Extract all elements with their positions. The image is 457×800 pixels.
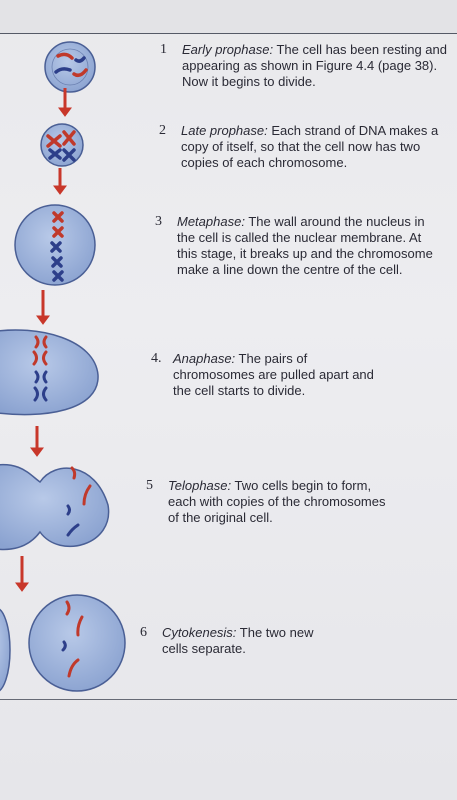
stage-number: 4.	[151, 351, 162, 366]
previous-page-strip	[0, 0, 457, 33]
stage-description: The wall around the nucleus in the cell …	[177, 214, 433, 277]
cell-metaphase	[14, 204, 96, 286]
arrow-5	[15, 556, 29, 592]
cell-cytokinesis-right	[28, 594, 126, 692]
stage-name: Early prophase:	[182, 42, 274, 57]
cell-cytokinesis-left	[0, 608, 11, 692]
cell-anaphase	[0, 329, 99, 416]
stage-name: Cytokenesis:	[162, 625, 237, 640]
top-rule	[0, 33, 457, 34]
stage-name: Telophase:	[168, 478, 232, 493]
stage-name: Anaphase:	[173, 351, 236, 366]
arrow-4	[30, 426, 44, 457]
stage-number: 1	[160, 42, 167, 57]
stage-description: The two new cells separate.	[162, 625, 314, 656]
cell-late-prophase	[40, 123, 84, 167]
stage-name: Late prophase:	[181, 123, 268, 138]
cell-early-prophase	[44, 41, 96, 93]
arrow-3	[36, 290, 50, 325]
stage-number: 6	[140, 625, 147, 640]
bottom-rule	[0, 699, 457, 700]
stage-description: Two cells begin to form, each with copie…	[168, 478, 386, 525]
arrow-1	[58, 88, 72, 117]
stage-name: Metaphase:	[177, 214, 245, 229]
stage-number: 3	[155, 214, 162, 229]
stage-number: 2	[159, 123, 166, 138]
stage-description: Each strand of DNA makes a copy of itsel…	[181, 123, 439, 170]
cell-telophase	[0, 463, 110, 551]
stage-number: 5	[146, 478, 153, 493]
stage-description: The pairs of chromosomes are pulled apar…	[173, 351, 374, 398]
stage-description: The cell has been resting and appearing …	[182, 42, 447, 89]
arrow-2	[53, 168, 67, 195]
